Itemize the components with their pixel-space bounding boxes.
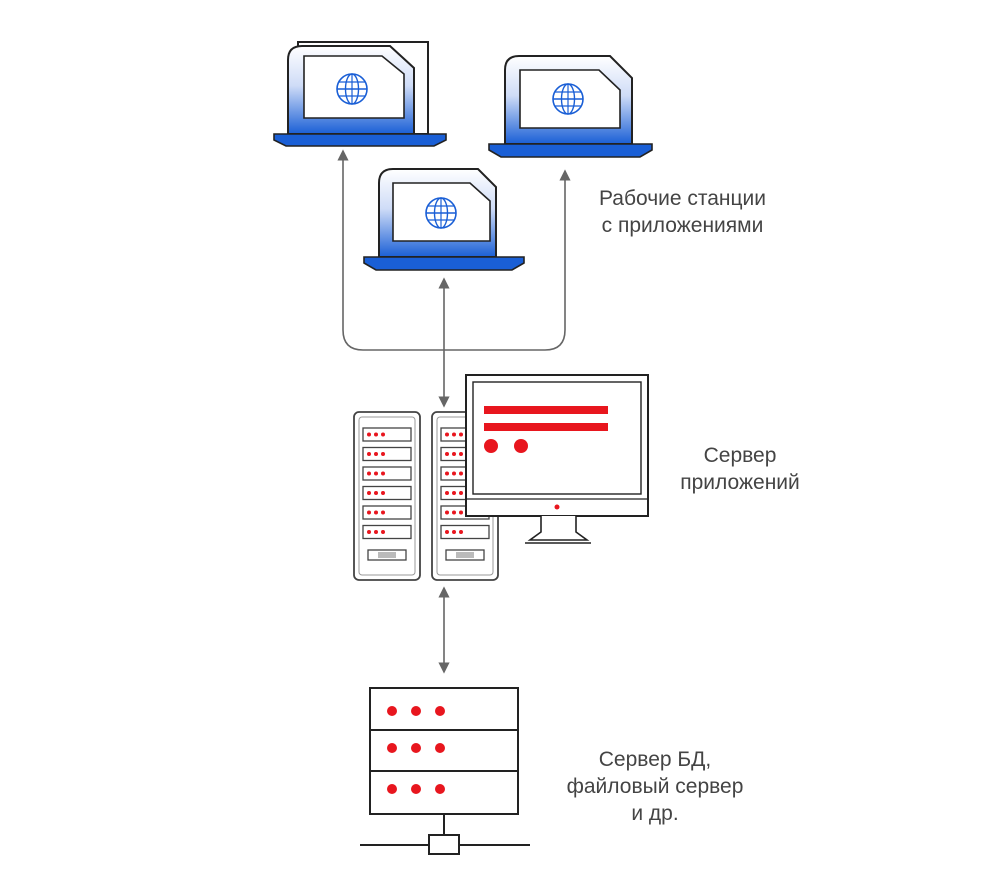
server-slot xyxy=(362,524,412,540)
server-slot xyxy=(362,466,412,481)
server-slot xyxy=(362,427,412,442)
label-workstations-line: Рабочие станции xyxy=(598,187,767,210)
connectors xyxy=(337,149,571,674)
connector-left-workstation xyxy=(337,149,571,351)
label-workstations: Рабочие станции с приложениями xyxy=(555,185,810,239)
label-db-server-line: файловый сервер xyxy=(566,775,744,798)
label-app-server: Сервер приложений xyxy=(640,442,840,496)
label-app-server-line: Сервер xyxy=(703,444,777,467)
rack-server-icon xyxy=(353,411,421,581)
label-db-server: Сервер БД, файловый сервер и др. xyxy=(540,746,770,827)
laptop-globe-icon xyxy=(273,41,447,147)
monitor-icon xyxy=(465,374,649,544)
server-slot xyxy=(440,524,490,540)
server-slot xyxy=(362,505,412,520)
server-slot xyxy=(362,446,412,462)
laptop-globe-icon xyxy=(363,168,525,271)
label-workstations-line: с приложениями xyxy=(601,214,764,237)
server-slot xyxy=(362,485,412,501)
label-db-server-line: Сервер БД, xyxy=(598,748,712,771)
database-server-icon xyxy=(360,687,530,855)
label-db-server-line: и др. xyxy=(631,802,679,825)
label-app-server-line: приложений xyxy=(680,471,800,494)
laptop-globe-icon xyxy=(488,55,653,158)
